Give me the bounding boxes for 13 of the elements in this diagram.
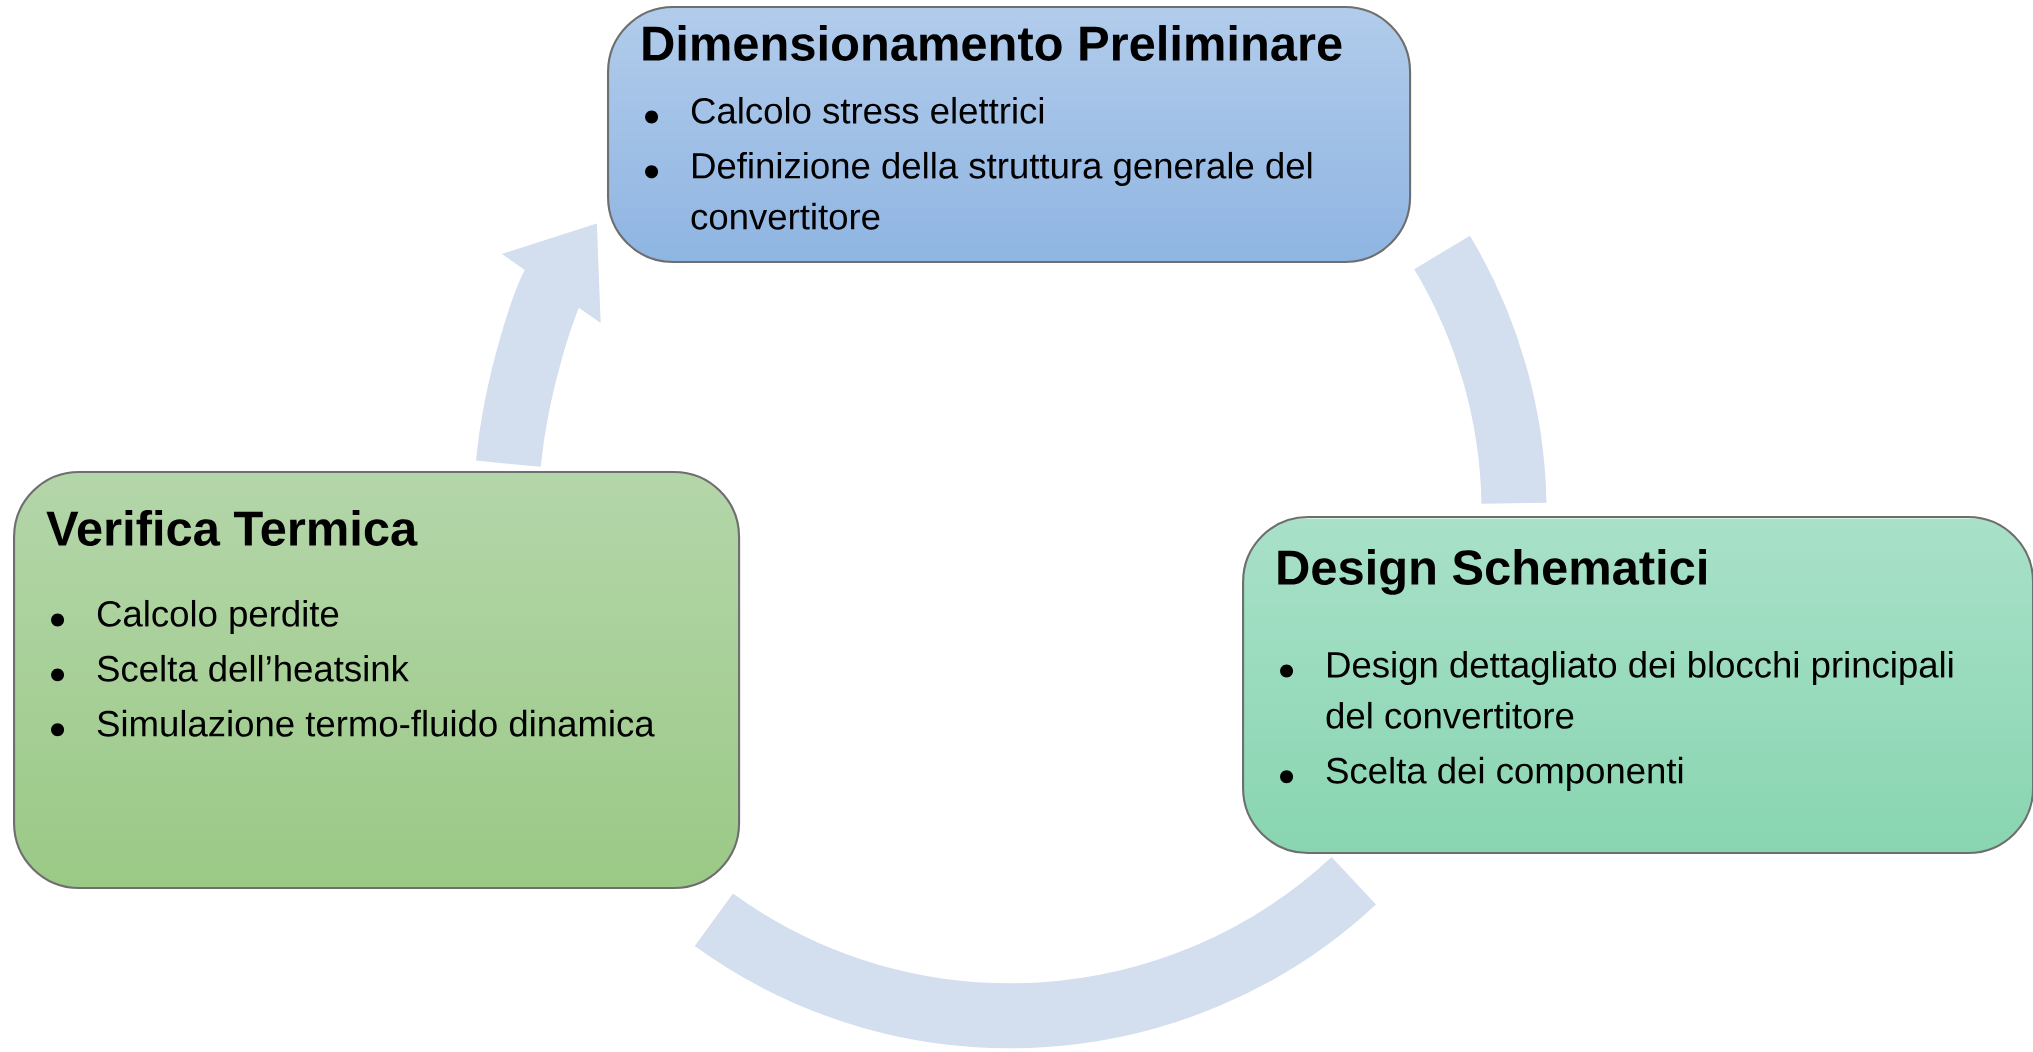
bullet-item: Simulazione termo-fluido dinamica bbox=[51, 709, 655, 737]
bullet-item: Calcolo stress elettrici bbox=[645, 96, 1043, 124]
process-box bbox=[607, 6, 1412, 264]
process-box bbox=[1242, 516, 2033, 855]
bullet-item: Calcolo perdite bbox=[51, 599, 339, 634]
bullet-item: Scelta dei componenti bbox=[1280, 756, 1683, 791]
box-heading: Verifica Termica bbox=[46, 510, 418, 546]
bullet-item: Scelta dell’heatsink bbox=[51, 654, 409, 682]
box-heading: Dimensionamento Preliminare bbox=[643, 25, 1342, 61]
box-heading: Design Schematici bbox=[1278, 549, 1706, 595]
bullet-item: Design dettagliato dei blocchi principali del convertitore bbox=[1280, 650, 1953, 729]
process-box bbox=[13, 471, 741, 890]
bullet-item: Definizione della struttura generale del convertitore bbox=[645, 151, 1312, 230]
